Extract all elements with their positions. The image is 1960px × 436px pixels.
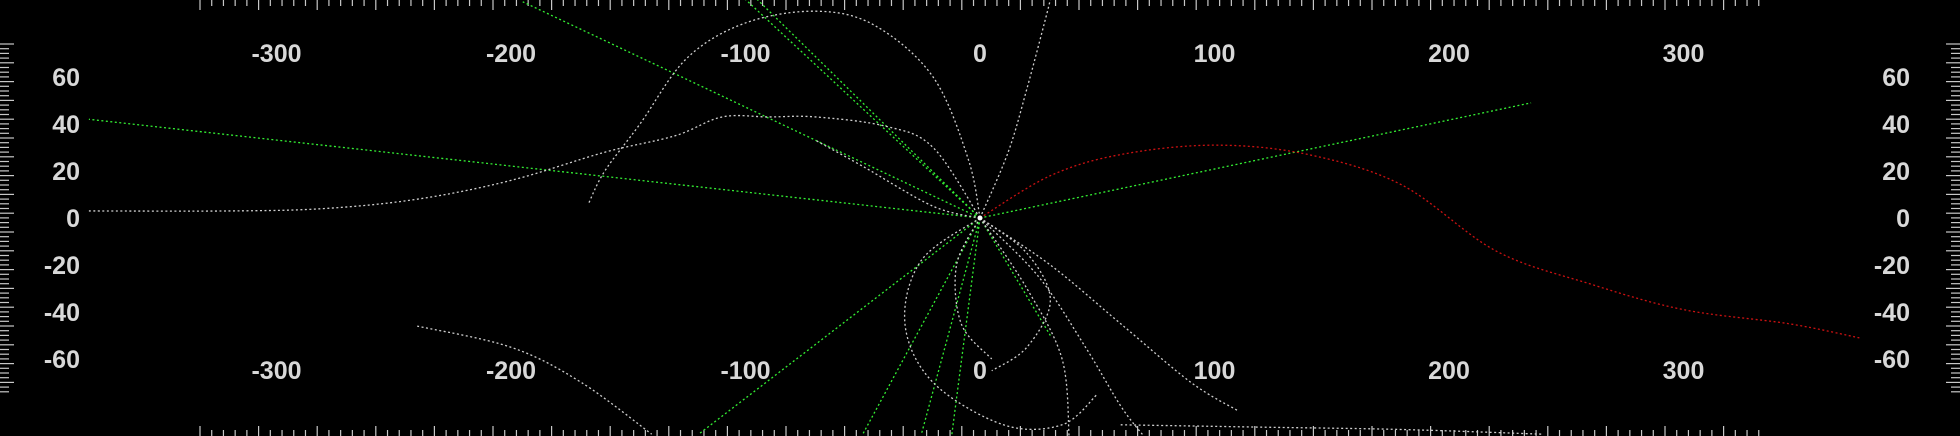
left-y-tick-label: -40 [44, 299, 80, 327]
bottom-x-tick-label: -200 [486, 357, 536, 385]
green-track-5 [698, 217, 981, 435]
white-track-22 [954, 217, 993, 360]
right-y-tick-label: -20 [1874, 252, 1910, 280]
top-x-tick-label: 200 [1428, 40, 1470, 68]
left-y-tick-label: 0 [66, 205, 80, 233]
bottom-x-tick-label: -300 [251, 357, 301, 385]
bottom-x-tick-label: 100 [1194, 357, 1236, 385]
green-track-1 [979, 102, 1532, 219]
right-y-tick-label: -60 [1874, 346, 1910, 374]
red-track-10 [979, 144, 1860, 339]
bottom-x-tick-label: 200 [1428, 357, 1470, 385]
tracks [88, 0, 1860, 436]
white-track-12 [587, 10, 981, 219]
tick-labels: -300-300-200-200-100-1000010010020020030… [44, 40, 1910, 385]
green-track-8 [951, 217, 981, 435]
left-y-tick-label: 60 [52, 64, 80, 92]
left-y-tick-label: 40 [52, 111, 80, 139]
left-y-tick-label: 20 [52, 158, 80, 186]
top-x-tick-label: 300 [1663, 40, 1705, 68]
right-y-tick-label: -40 [1874, 299, 1910, 327]
top-x-tick-label: -100 [720, 40, 770, 68]
white-track-16 [979, 217, 1145, 436]
white-track-21 [1120, 424, 1543, 435]
white-track-14 [815, 139, 981, 219]
top-x-tick-label: -200 [486, 40, 536, 68]
green-track-7 [920, 217, 981, 435]
green-track-3 [745, 0, 981, 219]
white-track-19 [979, 217, 1052, 372]
right-y-tick-label: 40 [1882, 111, 1910, 139]
green-track-0 [88, 118, 981, 219]
top-x-tick-label: -300 [251, 40, 301, 68]
right-y-tick-label: 20 [1882, 158, 1910, 186]
top-x-tick-label: 0 [973, 40, 987, 68]
left-y-tick-label: -60 [44, 346, 80, 374]
white-track-20 [417, 325, 653, 435]
right-y-tick-label: 60 [1882, 64, 1910, 92]
left-y-tick-label: -20 [44, 252, 80, 280]
white-track-15 [979, 217, 1239, 412]
green-track-2 [522, 1, 981, 219]
bottom-x-tick-label: -100 [720, 357, 770, 385]
white-track-18 [903, 217, 1098, 431]
top-x-tick-label: 100 [1194, 40, 1236, 68]
green-track-9 [979, 217, 1051, 336]
bottom-x-tick-label: 300 [1663, 357, 1705, 385]
vertex-marker [977, 215, 983, 221]
right-y-tick-label: 0 [1896, 205, 1910, 233]
white-track-11 [88, 114, 981, 219]
bottom-x-tick-label: 0 [973, 357, 987, 385]
